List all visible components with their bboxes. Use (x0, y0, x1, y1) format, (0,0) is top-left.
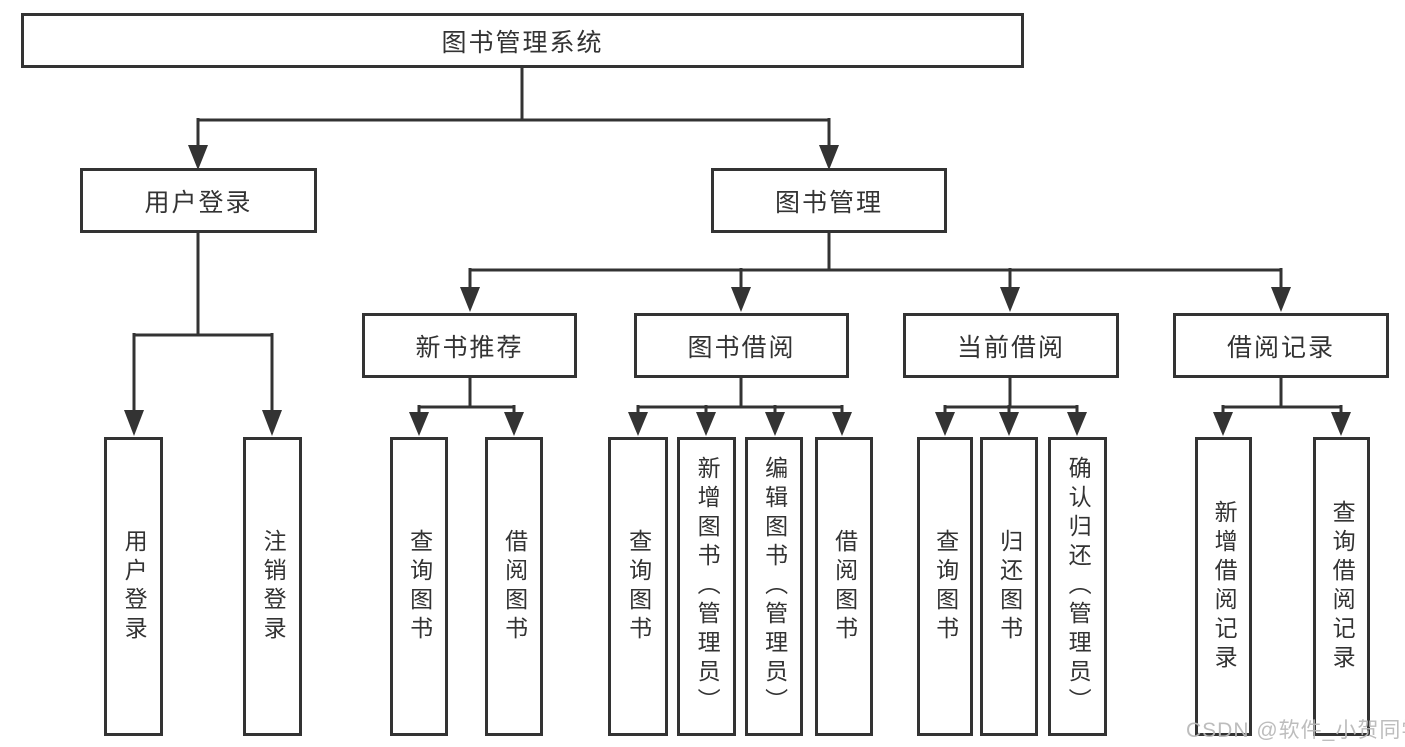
node-borrow-records: 借阅记录 (1173, 313, 1389, 378)
node-user-login: 用户登录 (80, 168, 317, 233)
arrowhead (819, 145, 839, 170)
arrowhead (1213, 412, 1233, 436)
arrowhead (731, 287, 751, 312)
arrowhead (628, 412, 648, 436)
arrowhead (1271, 287, 1291, 312)
node-book-borrow: 图书借阅 (634, 313, 849, 378)
leaf-label: 编辑图书（管理员） (761, 456, 788, 717)
arrowhead (999, 412, 1019, 436)
leaf-label: 用户登录 (121, 528, 148, 645)
leaf-return-book: 归还图书 (980, 437, 1038, 736)
leaf-label: 新增图书（管理员） (694, 456, 721, 717)
arrowhead (460, 287, 480, 312)
leaf-label: 查询图书 (625, 528, 652, 645)
leaf-query-borrow-record: 查询借阅记录 (1313, 437, 1370, 736)
arrowhead (124, 410, 144, 436)
connector-current-fork (943, 378, 1079, 414)
arrowhead (696, 412, 716, 436)
leaf-borrow-books-recommend: 借阅图书 (485, 437, 543, 736)
leaf-add-borrow-record: 新增借阅记录 (1195, 437, 1252, 736)
watermark: CSDN @软件_小贺同学 (1186, 719, 1405, 742)
connector-records-fork (1221, 378, 1343, 414)
connector-root-fork (196, 68, 831, 146)
arrowhead (1067, 412, 1087, 436)
leaf-label: 查询借阅记录 (1329, 499, 1356, 674)
leaf-label: 借阅图书 (831, 528, 858, 645)
arrowhead (504, 412, 524, 436)
node-book-management: 图书管理 (711, 168, 947, 233)
arrowhead (1000, 287, 1020, 312)
connector-book-fork (468, 233, 1283, 290)
node-current-borrow: 当前借阅 (903, 313, 1119, 378)
leaf-edit-book-admin: 编辑图书（管理员） (745, 437, 803, 736)
arrowhead (832, 412, 852, 436)
leaf-query-books-recommend: 查询图书 (390, 437, 448, 736)
leaf-label: 新增借阅记录 (1211, 499, 1238, 674)
leaf-label: 查询图书 (932, 528, 959, 645)
leaf-label: 注销登录 (260, 528, 287, 645)
leaf-query-books-current: 查询图书 (917, 437, 973, 736)
leaf-label: 归还图书 (996, 528, 1023, 645)
arrowhead (188, 145, 208, 170)
connector-user-fork (132, 233, 274, 413)
arrowhead (409, 412, 429, 436)
leaf-label: 确认归还（管理员） (1065, 456, 1092, 717)
arrowhead (1331, 412, 1351, 436)
leaf-confirm-return-admin: 确认归还（管理员） (1048, 437, 1107, 736)
leaf-user-login: 用户登录 (104, 437, 163, 736)
leaf-add-book-admin: 新增图书（管理员） (677, 437, 736, 736)
leaf-label: 借阅图书 (501, 528, 528, 645)
arrowhead (935, 412, 955, 436)
leaf-logout: 注销登录 (243, 437, 302, 736)
connector-recommend-fork (417, 378, 516, 414)
leaf-label: 查询图书 (406, 528, 433, 645)
leaf-borrow-books: 借阅图书 (815, 437, 873, 736)
leaf-query-books-borrow: 查询图书 (608, 437, 668, 736)
node-new-book-recommend: 新书推荐 (362, 313, 577, 378)
node-root: 图书管理系统 (21, 13, 1024, 68)
arrowhead (262, 410, 282, 436)
arrowhead (765, 412, 785, 436)
connector-borrow-fork (636, 378, 844, 414)
